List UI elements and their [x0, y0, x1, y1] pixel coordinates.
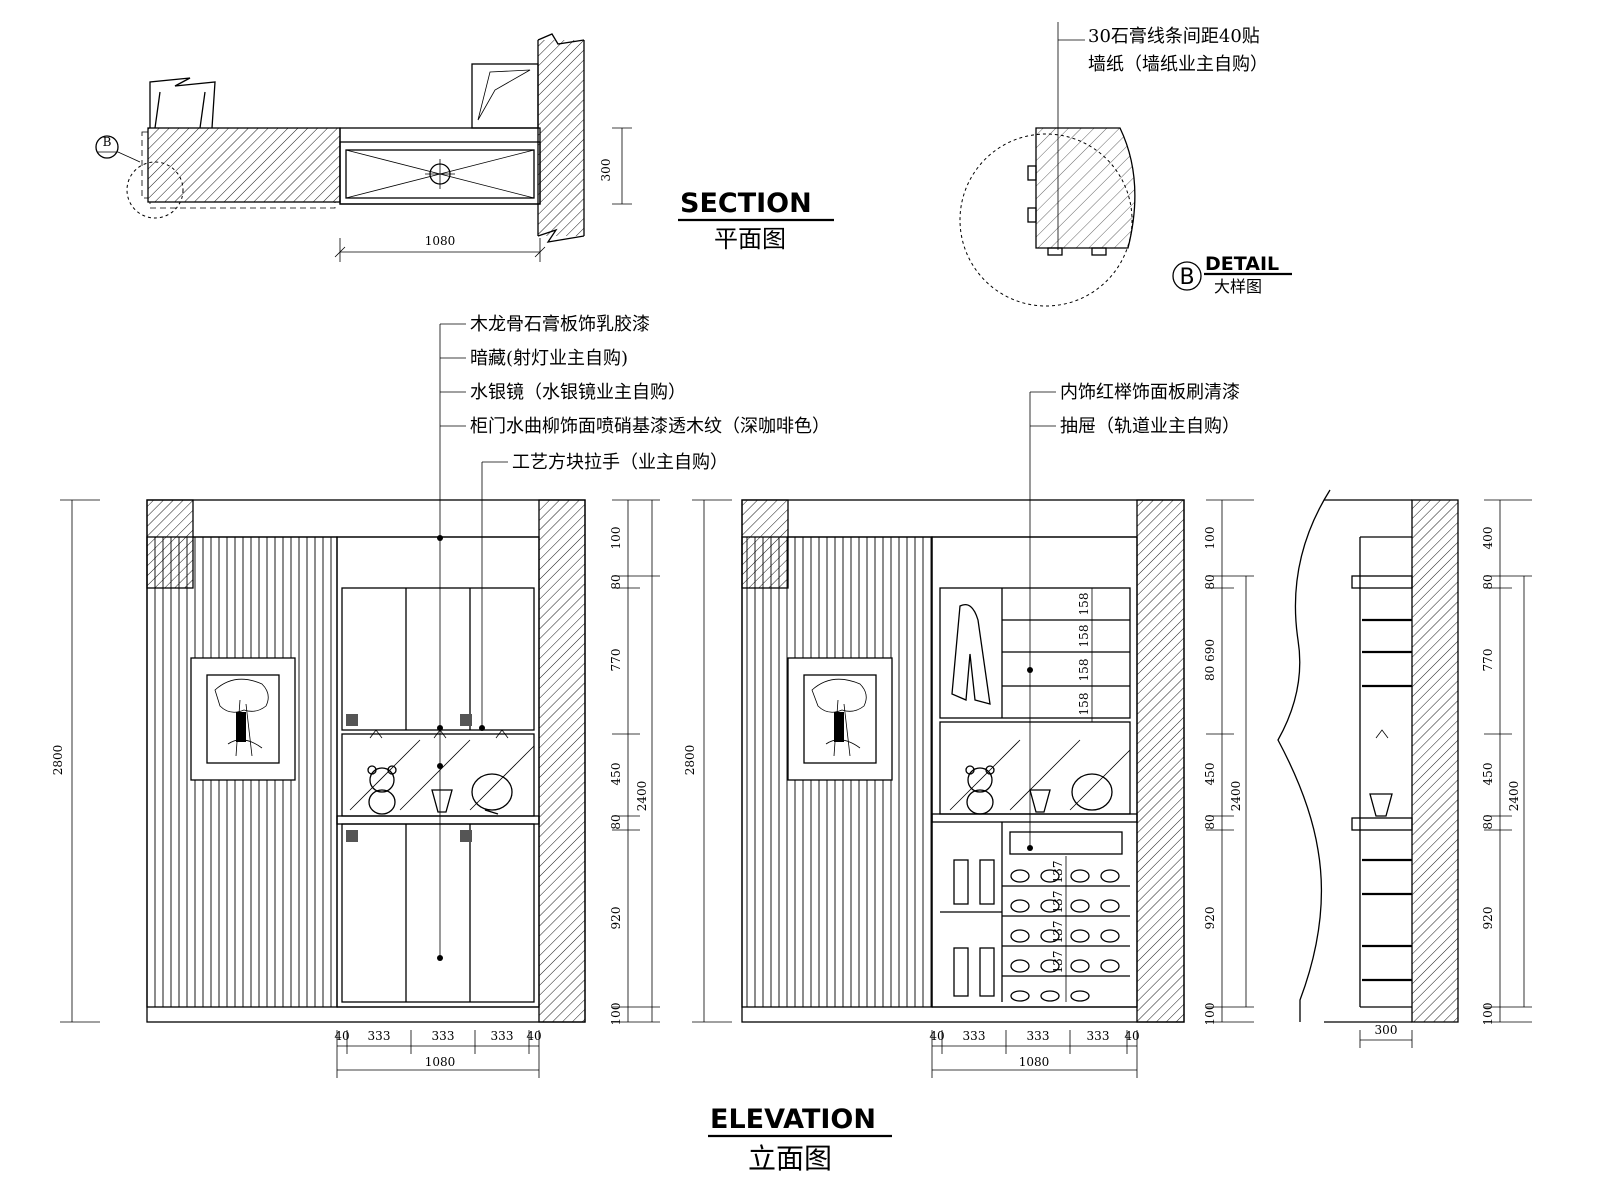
mb-1: 333	[963, 1029, 986, 1043]
elevation-title-block: ELEVATION 立面图	[708, 1104, 892, 1175]
plan-depth-dim: 300	[599, 159, 613, 182]
lb-total: 1080	[425, 1055, 456, 1069]
mshoe-3: 137	[1051, 951, 1065, 974]
detail-subtitle: 大样图	[1214, 277, 1262, 296]
note-left-0: 木龙骨石膏板饰乳胶漆	[470, 313, 650, 335]
shoes	[1010, 869, 1120, 1002]
mb-3: 333	[1087, 1029, 1110, 1043]
mshoe-0: 137	[1051, 861, 1065, 884]
detail-marker: B	[1179, 265, 1194, 290]
mb-total: 1080	[1019, 1055, 1050, 1069]
ldim-2: 770	[609, 649, 623, 672]
mb-2: 333	[1027, 1029, 1050, 1043]
dims-left-rightcol: 100 80 770 450 80 920 100 2400	[609, 499, 660, 1026]
right-callouts: 内饰红榉饰面板刷清漆 抽屉（轨道业主自购）	[1027, 382, 1240, 851]
elevation-subtitle: 立面图	[748, 1142, 832, 1175]
section-title: SECTION	[680, 188, 812, 219]
sdim-3: 450	[1481, 763, 1495, 786]
mdim-2: 80 690	[1203, 639, 1217, 681]
ldim-6: 100	[609, 1003, 623, 1026]
picture-art-2	[811, 678, 867, 757]
lb-3: 333	[491, 1029, 514, 1043]
ldim-4: 80	[609, 814, 623, 829]
picture-art	[214, 678, 269, 757]
ldim-0: 100	[609, 527, 623, 550]
mdim-5: 920	[1203, 907, 1217, 930]
dims-mid-rightcol: 100 80 80 690 450 80 920 100 2400 158 15…	[1051, 499, 1254, 1026]
minner-1: 158	[1077, 625, 1091, 648]
dims-left-bottom: 40 333 333 333 40 1080	[334, 1029, 542, 1078]
ldim-1: 80	[609, 574, 623, 589]
note-left-3: 柜门水曲柳饰面喷硝基漆透木纹（深咖啡色）	[470, 416, 830, 437]
lb-0: 40	[334, 1029, 349, 1043]
note-left-1: 暗藏(射灯业主自购)	[470, 348, 628, 369]
mshoe-2: 137	[1051, 921, 1065, 944]
sdim-5: 920	[1481, 907, 1495, 930]
dims-left-total: 2800	[51, 499, 100, 1023]
ldim-3: 450	[609, 763, 623, 786]
lb-1: 333	[368, 1029, 391, 1043]
left-callouts: 木龙骨石膏板饰乳胶漆 暗藏(射灯业主自购) 水银镜（水银镜业主自购） 柜门水曲柳…	[437, 313, 830, 961]
sdim-2: 770	[1481, 649, 1495, 672]
teddy-bear	[367, 765, 397, 815]
plan-marker-label: B	[103, 135, 112, 149]
teddy-bear-2	[965, 765, 995, 815]
ldim-2400: 2400	[635, 781, 649, 812]
note-right-0: 内饰红榉饰面板刷清漆	[1060, 382, 1240, 403]
boots	[953, 859, 995, 997]
mdim-6: 100	[1203, 1003, 1217, 1026]
plan-width-dim: 1080	[425, 234, 456, 248]
lb-2: 333	[432, 1029, 455, 1043]
minner-3: 158	[1077, 693, 1091, 716]
dims-side-rightcol: 400 80 770 450 80 920 100 2400	[1481, 499, 1532, 1026]
sdim-1: 80	[1481, 574, 1495, 589]
lb-4: 40	[526, 1029, 541, 1043]
detail-b: 30石膏线条间距40贴 墙纸（墙纸业主自购） B DETAIL 大样图	[959, 22, 1292, 307]
sdim-6: 100	[1481, 1003, 1495, 1026]
detail-title: DETAIL	[1205, 253, 1279, 275]
dims-mid-bottom: 40 333 333 333 40 1080	[929, 1029, 1140, 1078]
mdim-4: 80	[1203, 814, 1217, 829]
minner-0: 158	[1077, 593, 1091, 616]
section-plan: B 1080 300 SECTION 平面图	[95, 33, 834, 262]
dims-mid-total: 2800	[683, 499, 732, 1023]
mdim-3: 450	[1203, 763, 1217, 786]
sdim-0: 400	[1481, 527, 1495, 550]
sdim-2400: 2400	[1507, 781, 1521, 812]
mb-0: 40	[929, 1029, 944, 1043]
mshoe-1: 137	[1051, 891, 1065, 914]
sdim-4: 80	[1481, 814, 1495, 829]
mid-total-h: 2800	[683, 745, 697, 776]
ldim-5: 920	[609, 907, 623, 930]
elevation-interior	[741, 499, 1185, 1023]
elevation-title: ELEVATION	[710, 1104, 876, 1135]
detail-note-2: 墙纸（墙纸业主自购）	[1088, 54, 1268, 75]
mdim-0: 100	[1203, 527, 1217, 550]
note-right-1: 抽屉（轨道业主自购）	[1060, 416, 1240, 437]
mdim-2400: 2400	[1229, 781, 1243, 812]
mb-4: 40	[1124, 1029, 1139, 1043]
left-total-h: 2800	[51, 745, 65, 776]
note-left-4: 工艺方块拉手（业主自购）	[512, 452, 728, 473]
side-bottom-dim: 300	[1375, 1023, 1398, 1037]
mdim-1: 80	[1203, 574, 1217, 589]
detail-note-1: 30石膏线条间距40贴	[1088, 25, 1260, 47]
plan-dentils	[141, 131, 336, 209]
section-subtitle: 平面图	[714, 225, 786, 253]
elevation-front	[146, 499, 586, 1023]
minner-2: 158	[1077, 659, 1091, 682]
note-left-2: 水银镜（水银镜业主自购）	[470, 382, 686, 403]
coat-hanging	[951, 603, 991, 705]
side-section: 300	[1277, 489, 1459, 1048]
